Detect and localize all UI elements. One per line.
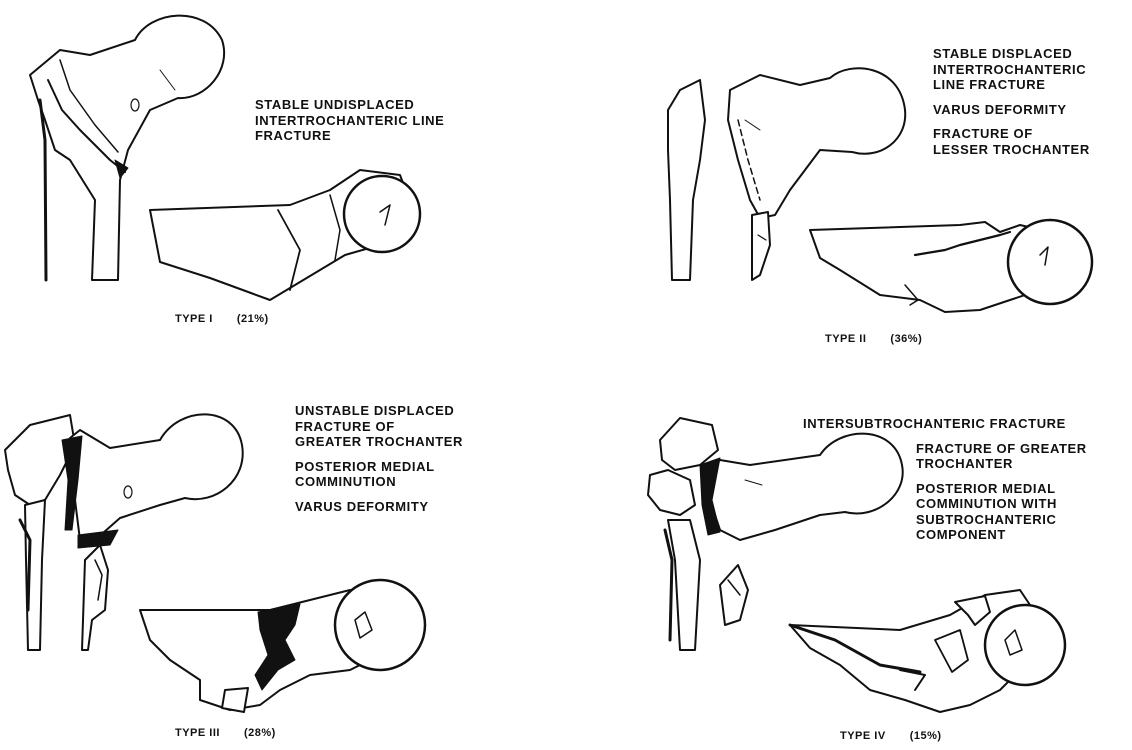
caption-type-2: TYPE II (36%) bbox=[825, 333, 922, 345]
femur-lateral-view-type-3 bbox=[130, 560, 450, 720]
notes-type-2: STABLE DISPLACED INTERTROCHANTERIC LINE … bbox=[933, 46, 1132, 166]
note-type-2-b: VARUS DEFORMITY bbox=[933, 102, 1132, 118]
femur-lateral-view-type-2 bbox=[800, 200, 1110, 320]
type-label: TYPE II bbox=[825, 333, 866, 345]
note-type-1-a: STABLE UNDISPLACED INTERTROCHANTERIC LIN… bbox=[255, 97, 485, 144]
note-type-4-a: INTERSUBTROCHANTERIC FRACTURE bbox=[803, 416, 1132, 432]
type-label: TYPE IV bbox=[840, 730, 886, 742]
notes-type-4: INTERSUBTROCHANTERIC FRACTURE FRACTURE O… bbox=[803, 416, 1132, 552]
note-type-4-c: POSTERIOR MEDIAL COMMINUTION WITH SUBTRO… bbox=[916, 481, 1132, 543]
percent-label: (28%) bbox=[244, 727, 276, 739]
note-type-3-a: UNSTABLE DISPLACED FRACTURE OF GREATER T… bbox=[295, 403, 525, 450]
percent-label: (21%) bbox=[237, 313, 269, 325]
percent-label: (36%) bbox=[890, 333, 922, 345]
notes-type-1: STABLE UNDISPLACED INTERTROCHANTERIC LIN… bbox=[255, 97, 485, 153]
type-label: TYPE I bbox=[175, 313, 213, 325]
caption-type-3: TYPE III (28%) bbox=[175, 727, 276, 739]
note-type-2-c: FRACTURE OF LESSER TROCHANTER bbox=[933, 126, 1132, 157]
femur-lateral-view-type-1 bbox=[140, 160, 450, 305]
femur-lateral-view-type-4 bbox=[780, 580, 1090, 730]
caption-type-1: TYPE I (21%) bbox=[175, 313, 269, 325]
caption-type-4: TYPE IV (15%) bbox=[840, 730, 942, 742]
note-type-2-a: STABLE DISPLACED INTERTROCHANTERIC LINE … bbox=[933, 46, 1132, 93]
note-type-4-b: FRACTURE OF GREATER TROCHANTER bbox=[916, 441, 1132, 472]
percent-label: (15%) bbox=[910, 730, 942, 742]
notes-type-3: UNSTABLE DISPLACED FRACTURE OF GREATER T… bbox=[295, 403, 525, 523]
note-type-3-b: POSTERIOR MEDIAL COMMINUTION bbox=[295, 459, 525, 490]
type-label: TYPE III bbox=[175, 727, 220, 739]
note-type-3-c: VARUS DEFORMITY bbox=[295, 499, 525, 515]
